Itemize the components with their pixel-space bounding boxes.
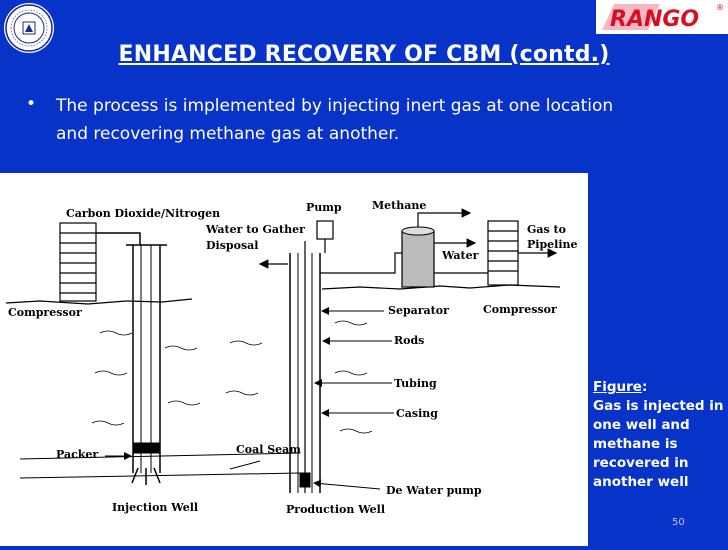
logo-wordmark: RANGO bbox=[610, 7, 699, 32]
label-casing: Casing bbox=[396, 407, 438, 420]
bullet-text: The process is implemented by injecting … bbox=[56, 96, 614, 144]
caption-text: Gas is injected in one well and methane … bbox=[593, 398, 724, 490]
label-methane: Methane bbox=[372, 199, 426, 212]
rock-strata-right bbox=[225, 320, 373, 434]
cbm-well-diagram: Carbon Dioxide/Nitrogen Compressor Packe… bbox=[0, 173, 588, 546]
label-packer: Packer bbox=[56, 448, 98, 461]
page-number: 50 bbox=[672, 517, 685, 528]
label-water-to-gather: Water to Gather bbox=[205, 223, 305, 236]
label-water: Water bbox=[441, 249, 479, 262]
production-well bbox=[289, 241, 321, 493]
compressor-left-icon bbox=[59, 222, 97, 302]
label-compressor-right: Compressor bbox=[483, 303, 557, 316]
label-co2-nitrogen: Carbon Dioxide/Nitrogen bbox=[66, 207, 220, 220]
label-pump: Pump bbox=[306, 201, 342, 214]
coal-seam-pointer bbox=[229, 460, 261, 470]
university-seal-logo bbox=[3, 2, 55, 54]
label-rods: Rods bbox=[394, 334, 424, 347]
registered-mark: ® bbox=[716, 3, 724, 12]
compressor-right-icon bbox=[487, 220, 519, 286]
rango-logo: RANGO ® bbox=[596, 0, 728, 34]
well-to-separator-pipe bbox=[320, 252, 402, 274]
ground-surface-right bbox=[321, 284, 561, 290]
injection-feed-pipe bbox=[96, 232, 141, 245]
label-disposal: Disposal bbox=[206, 239, 258, 252]
pump-box-icon bbox=[316, 220, 334, 240]
label-separator: Separator bbox=[388, 304, 449, 317]
label-tubing: Tubing bbox=[394, 377, 437, 390]
label-production-well: Production Well bbox=[286, 503, 385, 516]
label-gas-to: Gas to bbox=[527, 223, 566, 236]
label-pipeline: Pipeline bbox=[527, 238, 578, 251]
label-coal-seam: Coal Seam bbox=[236, 443, 301, 456]
dewater-pump-pointer bbox=[313, 479, 381, 490]
coal-seam-top bbox=[19, 452, 301, 460]
bullet-marker: • bbox=[26, 94, 37, 114]
slide-title: ENHANCED RECOVERY OF CBM (contd.) bbox=[118, 42, 610, 67]
separator-tank-icon bbox=[401, 226, 435, 288]
caption-label: Figure bbox=[593, 379, 642, 395]
label-compressor-left: Compressor bbox=[8, 306, 82, 319]
label-injection-well: Injection Well bbox=[112, 501, 198, 514]
coal-seam-bottom bbox=[19, 472, 301, 479]
rock-strata-left bbox=[91, 330, 201, 426]
ground-surface-left bbox=[5, 298, 193, 305]
methane-arrow bbox=[417, 208, 472, 227]
label-de-water-pump: De Water pump bbox=[386, 484, 482, 497]
injection-well bbox=[126, 244, 167, 485]
figure-caption: Figure: Gas is injected in one well and … bbox=[593, 378, 725, 492]
caption-colon: : bbox=[641, 379, 648, 395]
